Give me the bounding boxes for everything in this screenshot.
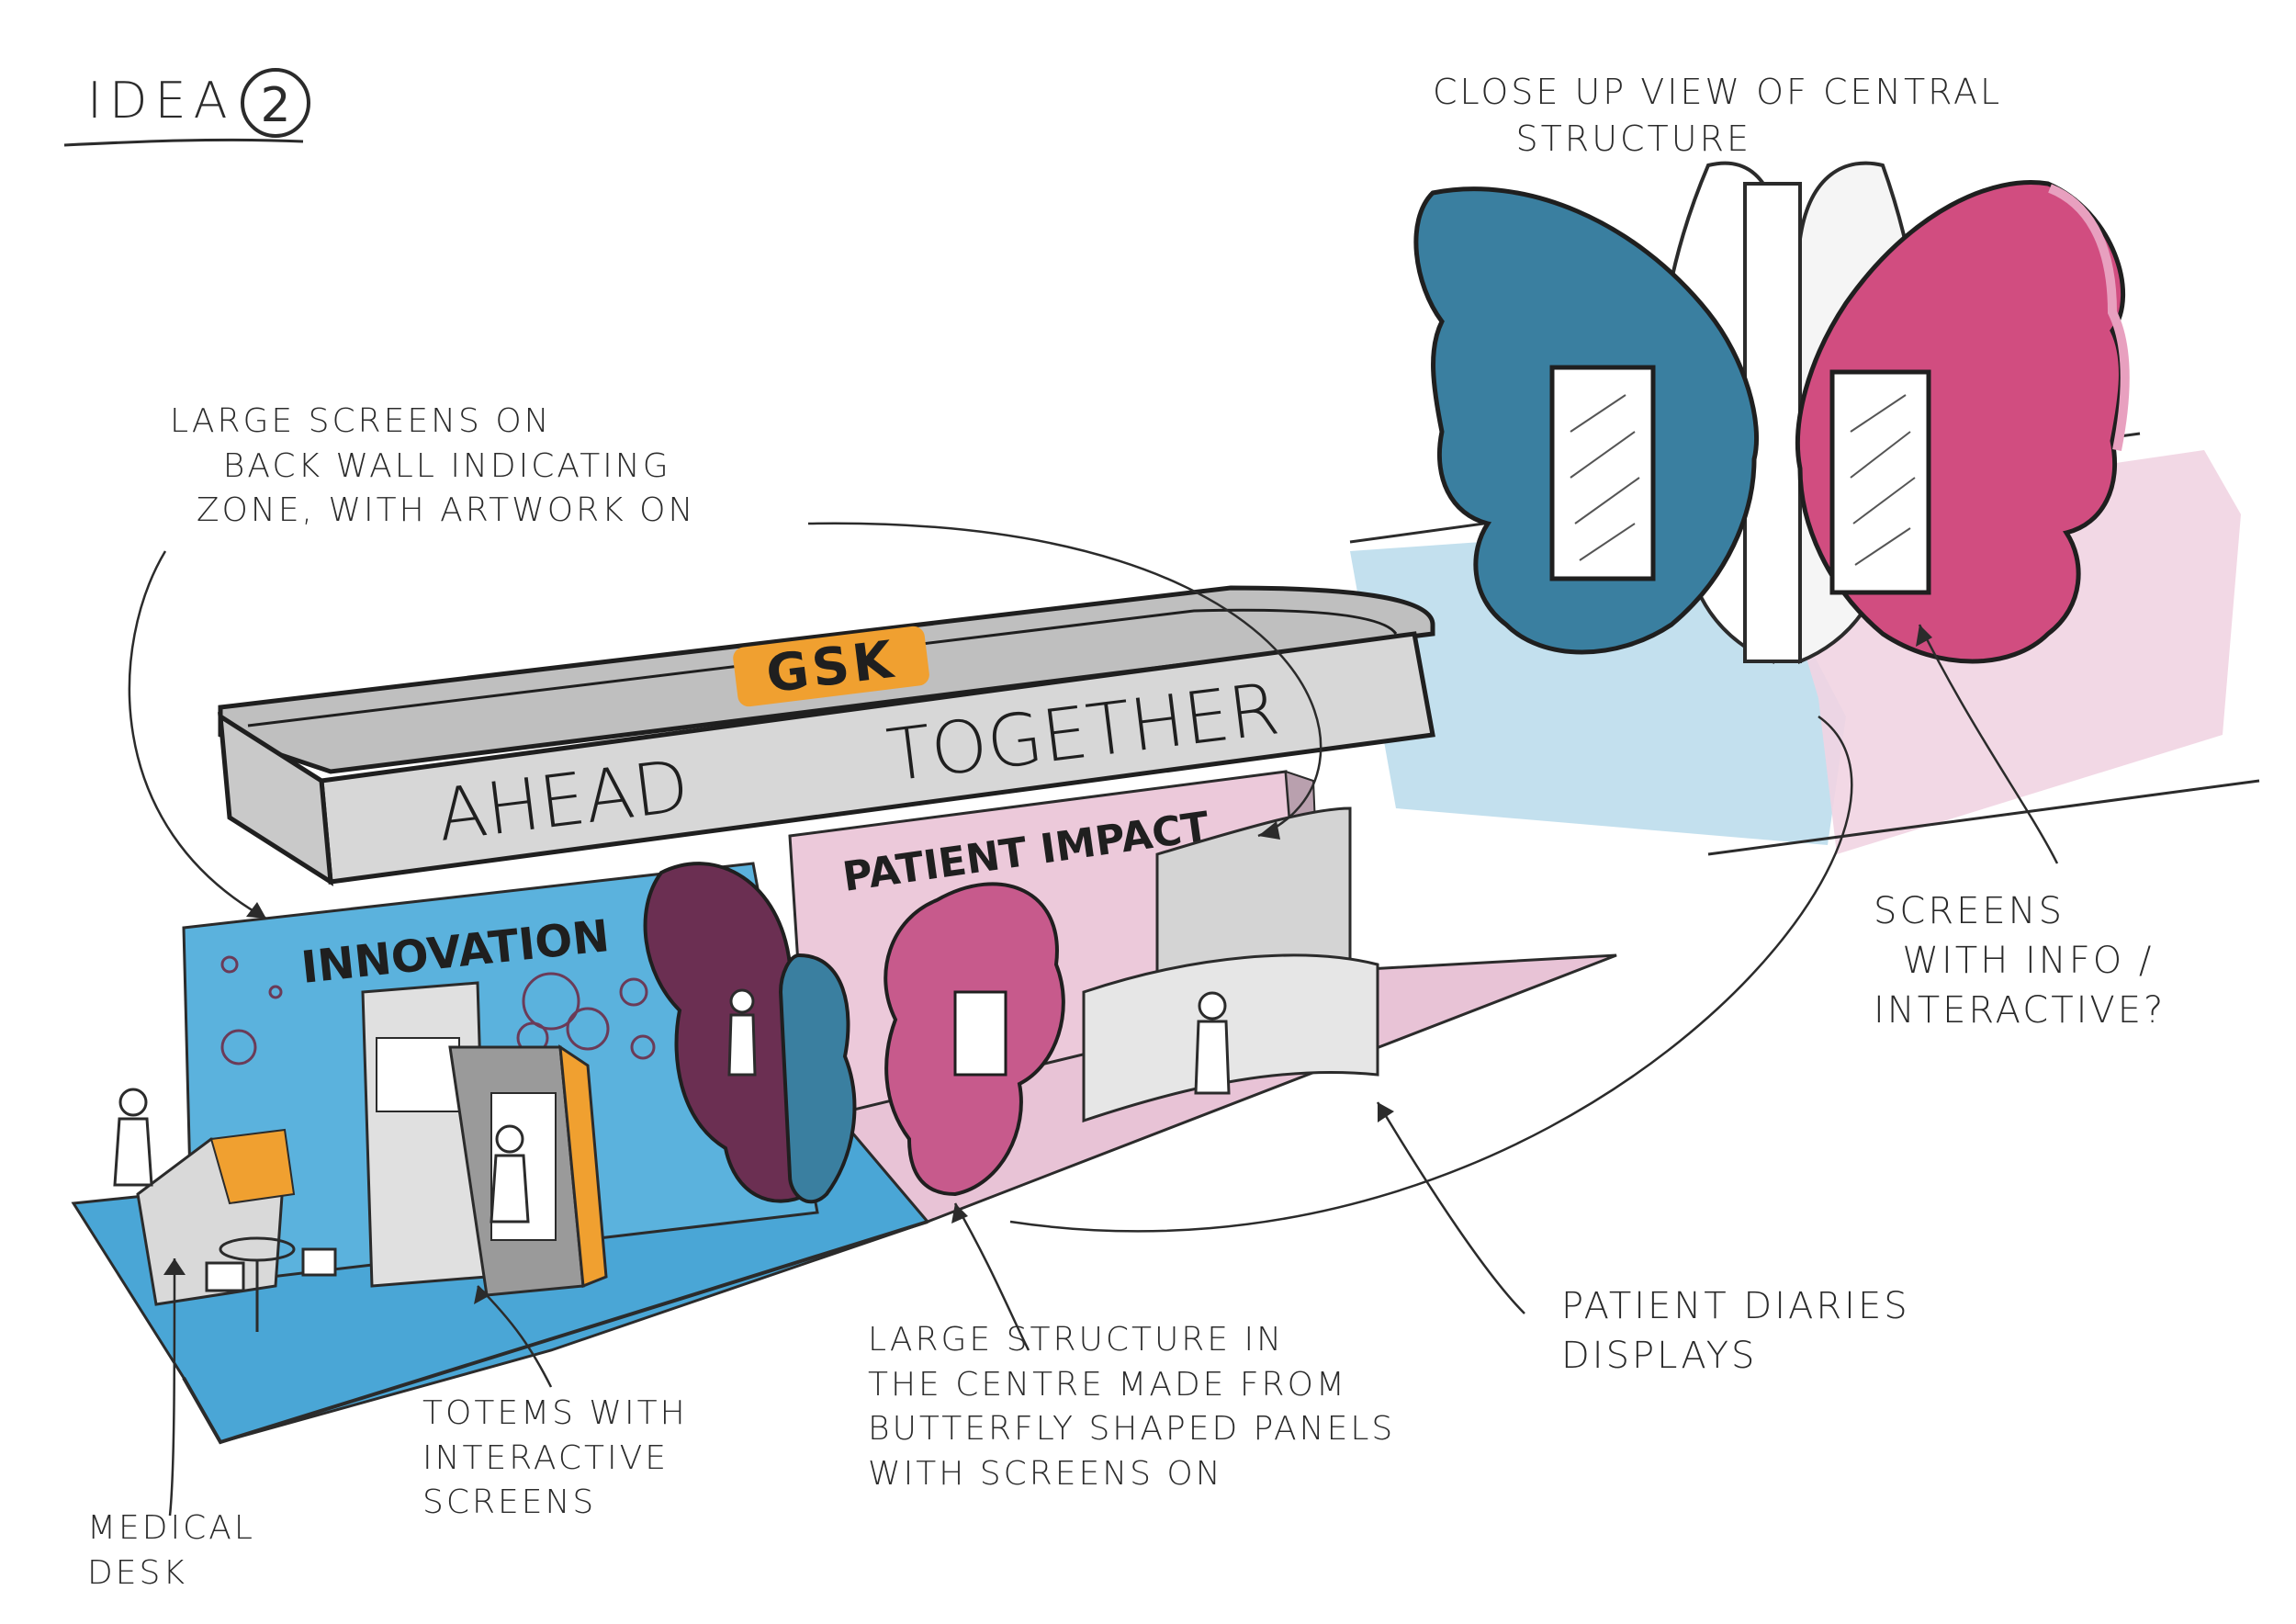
idea-number-circle xyxy=(241,68,310,138)
note-patient-diaries: PATIENT DIARIES DISPLAYS xyxy=(1561,1285,1910,1377)
closeup-pink-wing-edge xyxy=(2048,184,2130,451)
exhibition-stand: GSK AHEAD TOGETHER INNOVATION PATIENT IM… xyxy=(71,585,1617,1445)
centre-butterfly-plum xyxy=(643,862,811,1203)
idea-title: IDEA 2 xyxy=(63,68,310,147)
note-totems: TOTEMS WITH INTERACTIVE SCREENS xyxy=(422,1394,688,1522)
closeup-pink-screen-hatch xyxy=(1850,394,1916,566)
annotation-leaders xyxy=(128,522,2059,1517)
title-underline xyxy=(63,138,304,147)
innovation-artwork xyxy=(220,955,656,1066)
floor-front-edge xyxy=(182,1220,929,1445)
centre-butterfly-blue xyxy=(778,953,857,1204)
centre-butterfly-pink-screen xyxy=(953,990,1007,1077)
visitor-figures xyxy=(113,988,1231,1224)
patient-diaries-display-front xyxy=(1082,953,1379,1123)
cafe-table-and-chairs xyxy=(205,1236,337,1332)
header-left-face xyxy=(218,712,333,886)
note-closeup-view: CLOSE UP VIEW OF CENTRAL STRUCTURE xyxy=(1433,72,2003,160)
closeup-blue-screen-hatch xyxy=(1570,394,1640,561)
note-back-wall-screens: LARGE SCREENS ON BACK WALL INDICATING ZO… xyxy=(170,402,696,530)
closeup-butterfly-view xyxy=(1349,161,2260,856)
annotation-arrowheads xyxy=(163,625,1932,1304)
closeup-pink-wing-screen xyxy=(1829,369,1931,595)
idea-title-text: IDEA xyxy=(87,72,235,130)
header-inner-lip xyxy=(247,608,1398,727)
note-screens-interactive: SCREENS WITH INFO / INTERACTIVE? xyxy=(1874,890,2167,1032)
note-large-structure: LARGE STRUCTURE IN THE CENTRE MADE FROM … xyxy=(868,1321,1396,1493)
closeup-blue-wing-screen xyxy=(1549,365,1656,581)
closeup-floor-line-bottom xyxy=(1707,779,2260,856)
gsk-logo-bg xyxy=(733,626,929,707)
idea-number: 2 xyxy=(260,78,290,133)
note-medical-desk: MEDICAL DESK xyxy=(87,1509,255,1592)
